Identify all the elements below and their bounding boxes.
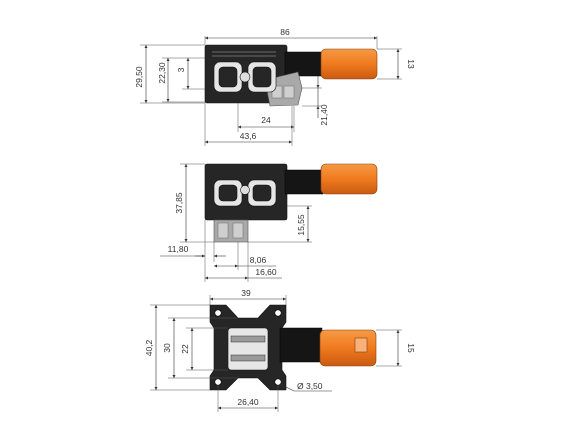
part-top: [204, 44, 378, 107]
dim-tab-height-bottom: 15: [406, 343, 416, 353]
dim-height-37: 37,85: [174, 192, 184, 214]
dim-offset-21: 21,40: [319, 104, 329, 126]
dims-bottom: 39 40,2 30 22 15 Ø 3,50 26,40: [144, 288, 416, 412]
dim-height-22: 22,30: [157, 62, 167, 84]
part-bottom: [209, 304, 377, 391]
dim-offset-11: 11,80: [168, 244, 189, 254]
dim-offset-3: 3: [176, 67, 186, 72]
view-bottom: 39 40,2 30 22 15 Ø 3,50 26,40: [144, 288, 416, 412]
dim-width-16: 16,60: [255, 267, 277, 277]
dims-middle: 37,85 15,55 11,80 8,06 16,60: [160, 163, 312, 282]
dim-height-40: 40,2: [144, 339, 154, 356]
part-middle: [204, 163, 378, 243]
dim-tab-height: 13: [406, 59, 416, 69]
dim-width-8: 8,06: [250, 255, 267, 265]
dim-height-30: 30: [162, 343, 172, 353]
dim-overall-width: 86: [280, 27, 290, 37]
dim-height-22-bottom: 22: [180, 344, 190, 354]
dim-total-height: 29,50: [134, 66, 144, 88]
dims-top: 86 29,50 22,30 3 13 24 43,6: [134, 27, 416, 146]
view-middle: 37,85 15,55 11,80 8,06 16,60: [160, 163, 378, 282]
dim-hole-spacing: 26,40: [237, 397, 259, 407]
dim-flange-width: 39: [241, 288, 251, 298]
dim-base-width: 24: [261, 115, 271, 125]
dim-height-15: 15,55: [296, 214, 306, 236]
dim-body-width: 43,6: [240, 131, 257, 141]
dim-hole-diameter: Ø 3,50: [297, 381, 323, 391]
view-top: 86 29,50 22,30 3 13 24 43,6: [134, 27, 416, 146]
